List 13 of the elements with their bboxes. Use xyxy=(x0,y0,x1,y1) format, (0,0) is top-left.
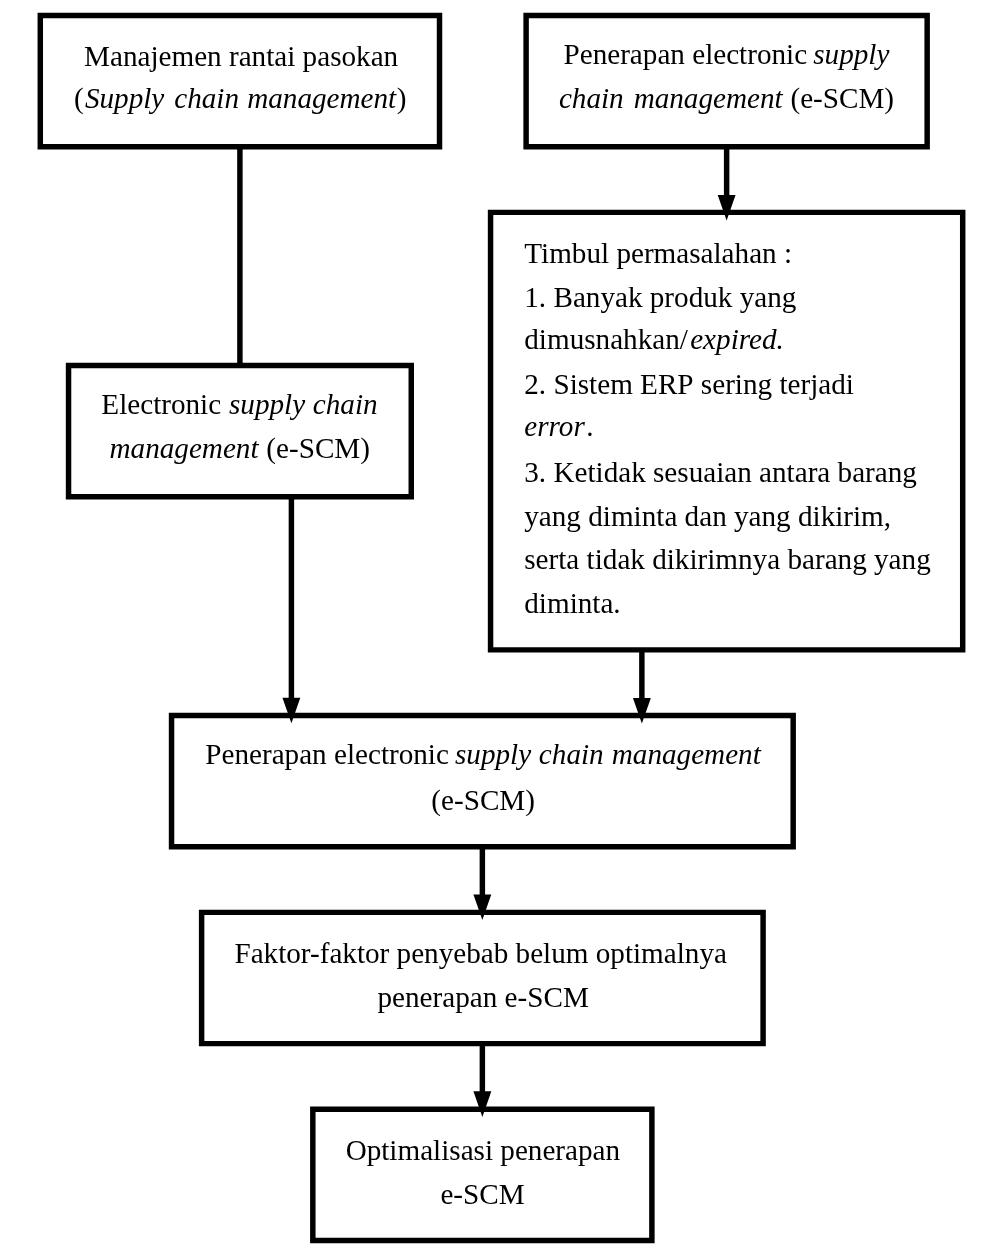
node-box: Electronic supply chain management (e-SCM) xyxy=(65,362,414,500)
node-box: Faktor-faktor penyebab belum optimalnya penerapan e-SCM xyxy=(198,909,766,1047)
arrow xyxy=(717,146,736,221)
connector xyxy=(237,146,243,365)
arrow xyxy=(632,650,651,724)
node-box: Timbul permasalahan : 1. Banyak produk yang dimusnahkan/expired. 2. Sistem ERP sering terjadi error. 3. Ketidak sesuaian antara barang yang diminta dan yang dikirim, serta tidak dikirimnya barang yang diminta. xyxy=(487,209,966,653)
node-box: Optimalisasi penerapan e-SCM xyxy=(310,1106,655,1244)
node-box: Penerapan electronic supply chain management (e-SCM) xyxy=(523,12,930,150)
node-box: Manajemen rantai pasokan (Supply chain management) xyxy=(37,12,443,150)
arrow xyxy=(473,1044,492,1117)
arrow xyxy=(282,496,301,724)
node-box: Penerapan electronic supply chain management (e-SCM) xyxy=(168,712,796,850)
arrow xyxy=(473,847,492,920)
